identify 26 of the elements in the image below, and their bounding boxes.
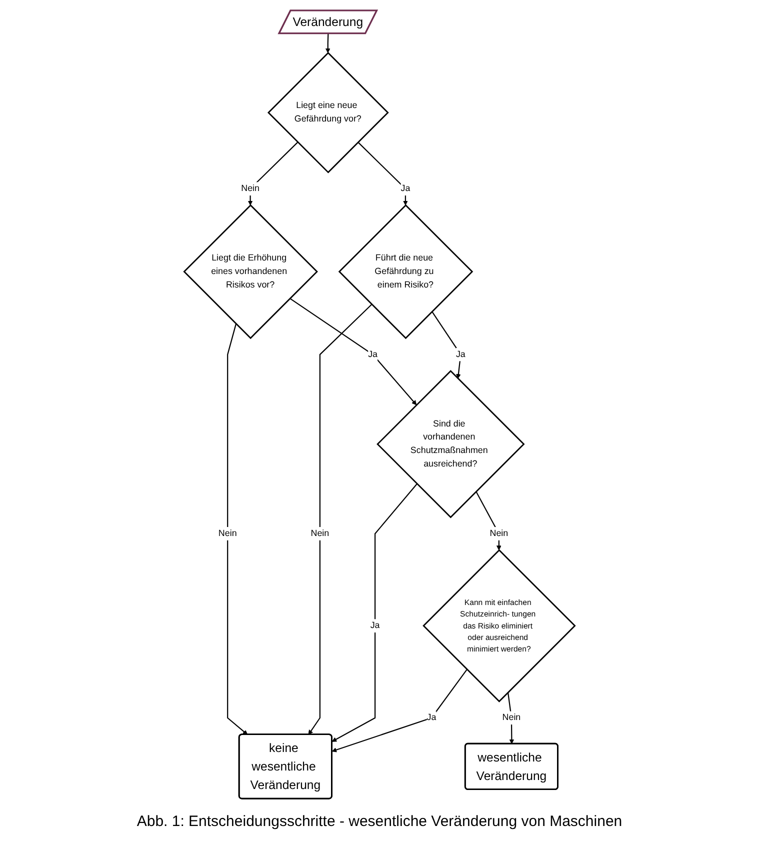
arrow bbox=[432, 311, 462, 379]
node-diamond: Führt die neue Gefährdung zu einem Risiko? bbox=[338, 204, 474, 340]
arrow bbox=[325, 34, 330, 54]
edge-label: Nein bbox=[490, 528, 508, 538]
edge-label: Nein bbox=[241, 184, 260, 194]
arrow bbox=[358, 142, 408, 206]
figure-caption: Abb. 1: Entscheidungsschritte - wesentliche Veränderung von Maschinen bbox=[136, 813, 622, 830]
edge-label: Nein bbox=[310, 528, 330, 538]
arrow bbox=[227, 324, 248, 735]
node-diamond: Liegt die Erhöhung eines vorhandenen Risikos vor? bbox=[183, 204, 318, 340]
edge-label: Ja bbox=[456, 350, 466, 360]
arrow bbox=[507, 692, 514, 744]
node-diamond: Sind die vorhandenen Schutzmaßnahmen ausreichend? bbox=[376, 370, 525, 518]
edge-label: Ja bbox=[370, 620, 380, 630]
arrow bbox=[308, 304, 372, 735]
edge-label: Nein bbox=[218, 528, 237, 538]
edge-label: Nein bbox=[502, 712, 521, 722]
arrow bbox=[332, 669, 468, 752]
arrow bbox=[332, 483, 418, 742]
edge-label: Ja bbox=[400, 184, 410, 194]
arrow bbox=[290, 298, 417, 406]
arrow bbox=[476, 491, 502, 550]
arrow bbox=[248, 142, 298, 206]
node-diamond: Liegt eine neue Gefährdung vor? bbox=[267, 52, 389, 174]
edge-label: Ja bbox=[426, 712, 436, 722]
edge-label: Ja bbox=[368, 350, 378, 360]
